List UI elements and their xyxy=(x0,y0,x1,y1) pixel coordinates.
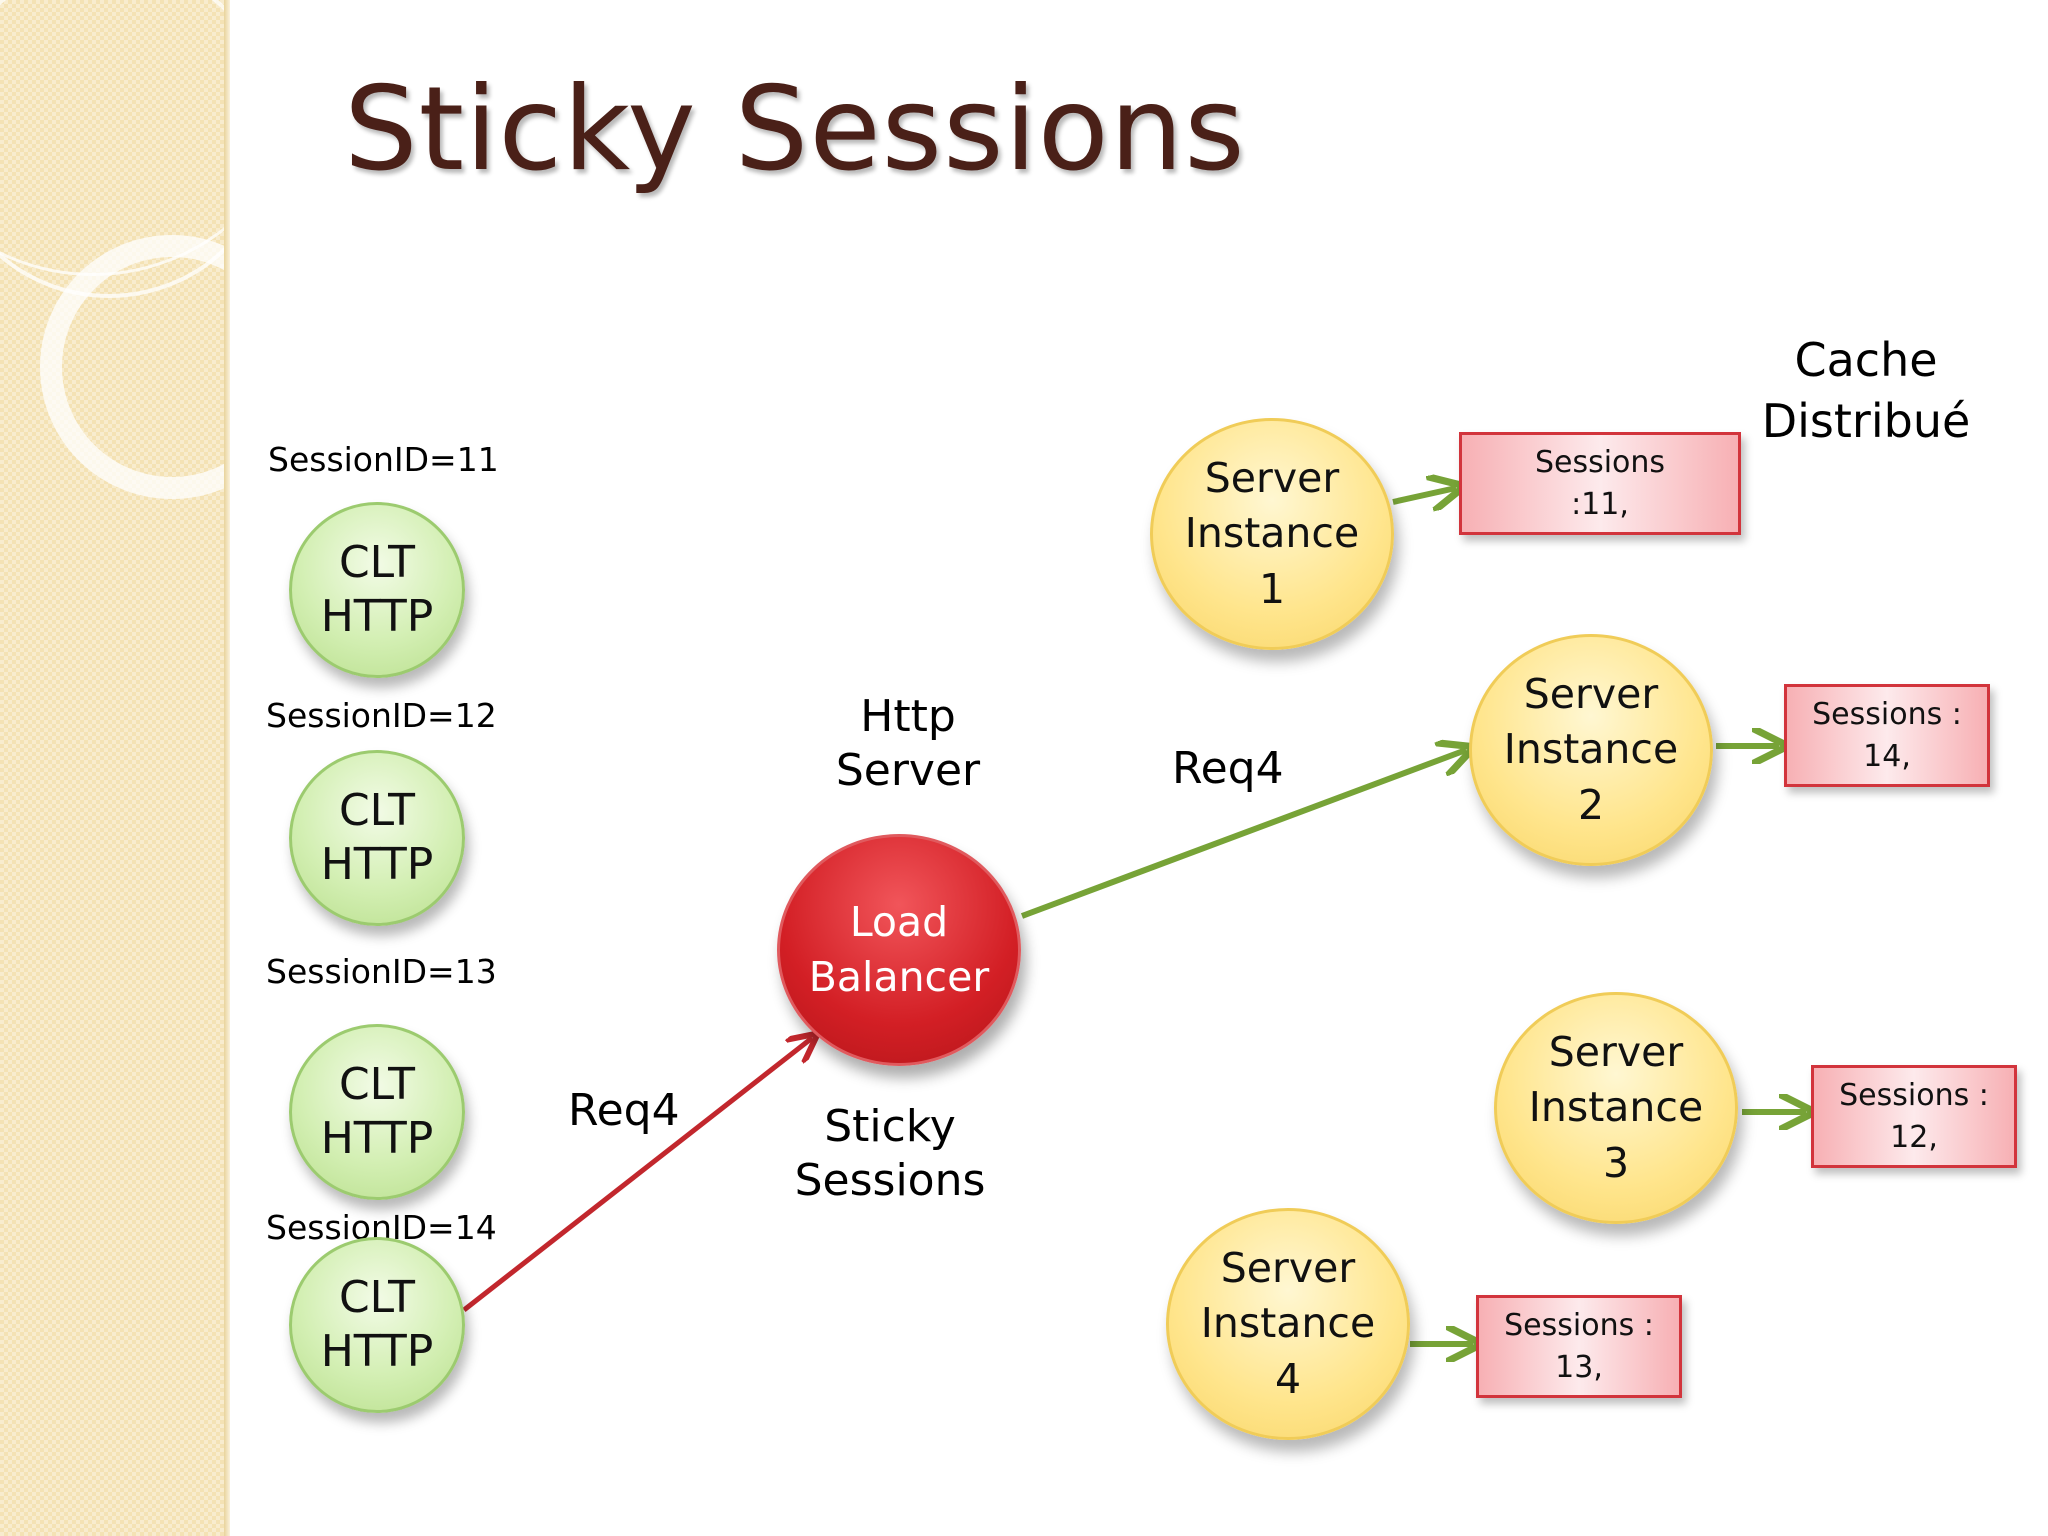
sticky-sessions-caption: Sticky Sessions xyxy=(794,1101,986,1206)
slide-title: Sticky Sessions xyxy=(344,62,1246,197)
server-instance-label: Server Instance 4 xyxy=(1200,1243,1376,1403)
server-instance-4: Server Instance 4 xyxy=(1166,1208,1410,1440)
session-id-label-2: SessionID=12 xyxy=(266,696,497,735)
load-balancer-node: Load Balancer xyxy=(777,834,1021,1066)
http-server-caption: Http Server xyxy=(835,691,981,796)
sidebar-edge xyxy=(224,0,230,1536)
session-id-label-3: SessionID=13 xyxy=(266,952,497,991)
client-node-label: CLT HTTP xyxy=(320,1272,434,1377)
client-node-4: CLT HTTP xyxy=(289,1237,465,1413)
request-label-incoming: Req4 xyxy=(568,1085,680,1136)
session-cache-text: Sessions :11, xyxy=(1534,444,1666,522)
session-cache-text: Sessions : 12, xyxy=(1839,1077,1989,1155)
decorative-sidebar xyxy=(0,0,228,1536)
server-instance-3: Server Instance 3 xyxy=(1494,992,1738,1224)
request-label-outgoing: Req4 xyxy=(1172,743,1284,794)
route-arrow-lb-to-server-2 xyxy=(1020,750,1466,919)
load-balancer-label: Load Balancer xyxy=(808,897,990,1001)
arrow-server-1-to-cache xyxy=(1392,488,1456,502)
server-instance-label: Server Instance 1 xyxy=(1184,453,1360,613)
request-arrow-client-to-lb xyxy=(462,1038,812,1312)
session-cache-4: Sessions : 13, xyxy=(1476,1295,1682,1398)
session-id-label-1: SessionID=11 xyxy=(268,440,499,479)
session-cache-text: Sessions : 13, xyxy=(1504,1307,1654,1385)
swirl-ring xyxy=(0,0,228,276)
session-cache-1: Sessions :11, xyxy=(1459,432,1741,535)
client-node-2: CLT HTTP xyxy=(289,750,465,926)
session-cache-3: Sessions : 12, xyxy=(1811,1065,2017,1168)
client-node-label: CLT HTTP xyxy=(320,785,434,890)
session-cache-2: Sessions : 14, xyxy=(1784,684,1990,787)
client-node-label: CLT HTTP xyxy=(320,537,434,642)
server-instance-2: Server Instance 2 xyxy=(1469,634,1713,866)
server-instance-label: Server Instance 3 xyxy=(1528,1027,1704,1187)
client-node-label: CLT HTTP xyxy=(320,1059,434,1164)
client-node-1: CLT HTTP xyxy=(289,502,465,678)
client-node-3: CLT HTTP xyxy=(289,1024,465,1200)
server-instance-1: Server Instance 1 xyxy=(1150,418,1394,650)
cache-distribue-label: Cache Distribué xyxy=(1761,333,1971,448)
server-instance-label: Server Instance 2 xyxy=(1503,669,1679,829)
session-cache-text: Sessions : 14, xyxy=(1812,696,1962,774)
